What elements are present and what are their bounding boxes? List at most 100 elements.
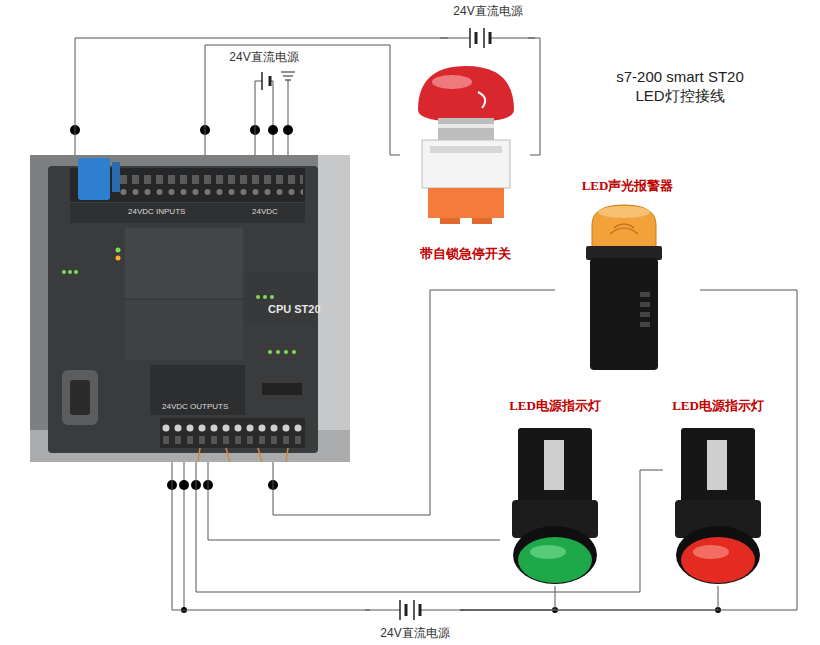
front-cover xyxy=(125,300,243,360)
signal-board-slot xyxy=(150,365,245,415)
sd-slot xyxy=(262,383,302,395)
node-label: CPU ST20 xyxy=(268,303,321,316)
buzzer-illustration xyxy=(586,205,662,370)
vent xyxy=(640,302,650,307)
battery-symbol xyxy=(440,28,535,48)
io-led xyxy=(276,350,280,354)
wire xyxy=(255,98,256,155)
blue-connector xyxy=(78,158,110,200)
junction-dots xyxy=(70,125,721,613)
wire xyxy=(205,45,400,155)
wire xyxy=(208,462,500,540)
green-lamp-illustration xyxy=(512,428,598,584)
diagram-title: s7-200 smart ST20 LED灯控接线 xyxy=(600,68,760,106)
node-label: LED电源指示灯 xyxy=(509,398,601,414)
buzzer-dome xyxy=(598,206,650,218)
photo-text: 24VDC xyxy=(252,207,278,217)
plc-illustration xyxy=(30,155,350,462)
photo-background xyxy=(30,155,350,462)
wire xyxy=(255,80,288,155)
twist-arrow xyxy=(478,92,485,108)
io-led xyxy=(292,350,296,354)
highlight xyxy=(432,75,472,89)
ground-symbol xyxy=(281,72,295,80)
junction-dot xyxy=(179,480,189,490)
io-led xyxy=(284,350,288,354)
vent xyxy=(640,312,650,317)
estop-switch: 带自锁急停开关 xyxy=(400,60,530,262)
sound-mark xyxy=(610,224,638,234)
wire xyxy=(440,38,535,39)
node-label: 带自锁急停开关 xyxy=(420,246,511,262)
wire xyxy=(460,586,718,610)
status-led xyxy=(116,248,121,253)
lamp-sticker xyxy=(544,440,564,490)
photo-text: 24VDC INPUTS xyxy=(128,207,185,217)
junction-dot xyxy=(268,125,278,135)
battery-symbol xyxy=(255,72,295,155)
battery-symbol xyxy=(365,600,465,620)
io-led xyxy=(270,295,274,299)
lamp-highlight xyxy=(693,545,729,559)
lamp-lens xyxy=(681,537,755,583)
collar xyxy=(438,118,494,142)
estop-illustration xyxy=(418,66,514,224)
switch-base xyxy=(422,140,510,188)
junction-dot xyxy=(283,125,293,135)
mushroom-head xyxy=(418,66,514,122)
rs485-port xyxy=(70,380,90,415)
buzzer-dome xyxy=(592,205,656,248)
io-led xyxy=(263,295,267,299)
wire xyxy=(172,462,370,610)
node-label: 24V直流电源 xyxy=(380,626,449,640)
lamp-body xyxy=(681,428,755,508)
contact-block xyxy=(428,188,504,218)
battery-plate xyxy=(269,76,272,86)
indicator-lamp: LED电源指示灯 xyxy=(663,398,773,586)
model-panel xyxy=(245,272,315,324)
lamp-highlight xyxy=(530,545,566,559)
rs485-port xyxy=(62,370,98,425)
indicator-lamp: LED电源指示灯 xyxy=(500,398,610,586)
plc-unit: CPU ST20 xyxy=(30,155,350,462)
photo-text: 24VDC OUTPUTS xyxy=(162,402,228,412)
lamp-lens xyxy=(518,537,592,583)
buzzer-alarm: LED声光报警器 xyxy=(555,178,700,372)
battery-plate xyxy=(261,72,263,90)
contact-block xyxy=(472,218,492,224)
lamp-body xyxy=(518,428,592,508)
vent xyxy=(640,322,650,327)
contact-block xyxy=(440,218,460,224)
node-label: 24V直流电源 xyxy=(453,4,522,18)
status-led xyxy=(116,256,121,261)
blue-connector xyxy=(112,162,120,192)
io-led xyxy=(268,350,272,354)
buzzer-body xyxy=(590,258,658,370)
lamp-bezel xyxy=(513,526,597,584)
wire xyxy=(460,290,797,610)
lamp-sticker xyxy=(707,440,727,490)
red-lamp-illustration xyxy=(675,428,761,584)
switch-base xyxy=(430,146,502,153)
wire xyxy=(365,610,465,611)
front-cover xyxy=(125,228,243,298)
label-strip xyxy=(70,203,305,223)
battery-plate xyxy=(406,604,420,616)
power-supply: 24V直流电源 xyxy=(370,598,460,640)
wire xyxy=(528,38,540,155)
status-led xyxy=(74,270,78,274)
wire xyxy=(460,586,555,610)
buzzer-ring xyxy=(586,246,662,260)
io-led xyxy=(256,295,260,299)
wire xyxy=(196,462,663,592)
lamp-bezel xyxy=(676,526,760,584)
terminal-block xyxy=(160,418,305,448)
terminal-screws xyxy=(160,418,305,448)
wire xyxy=(75,38,448,155)
status-led xyxy=(62,270,66,274)
field-wires xyxy=(198,448,288,462)
power-supply: 24V直流电源 xyxy=(448,4,528,50)
node-label: LED声光报警器 xyxy=(582,178,674,194)
power-supply: 24V直流电源 xyxy=(224,50,304,98)
node-label: 24V直流电源 xyxy=(229,50,298,64)
